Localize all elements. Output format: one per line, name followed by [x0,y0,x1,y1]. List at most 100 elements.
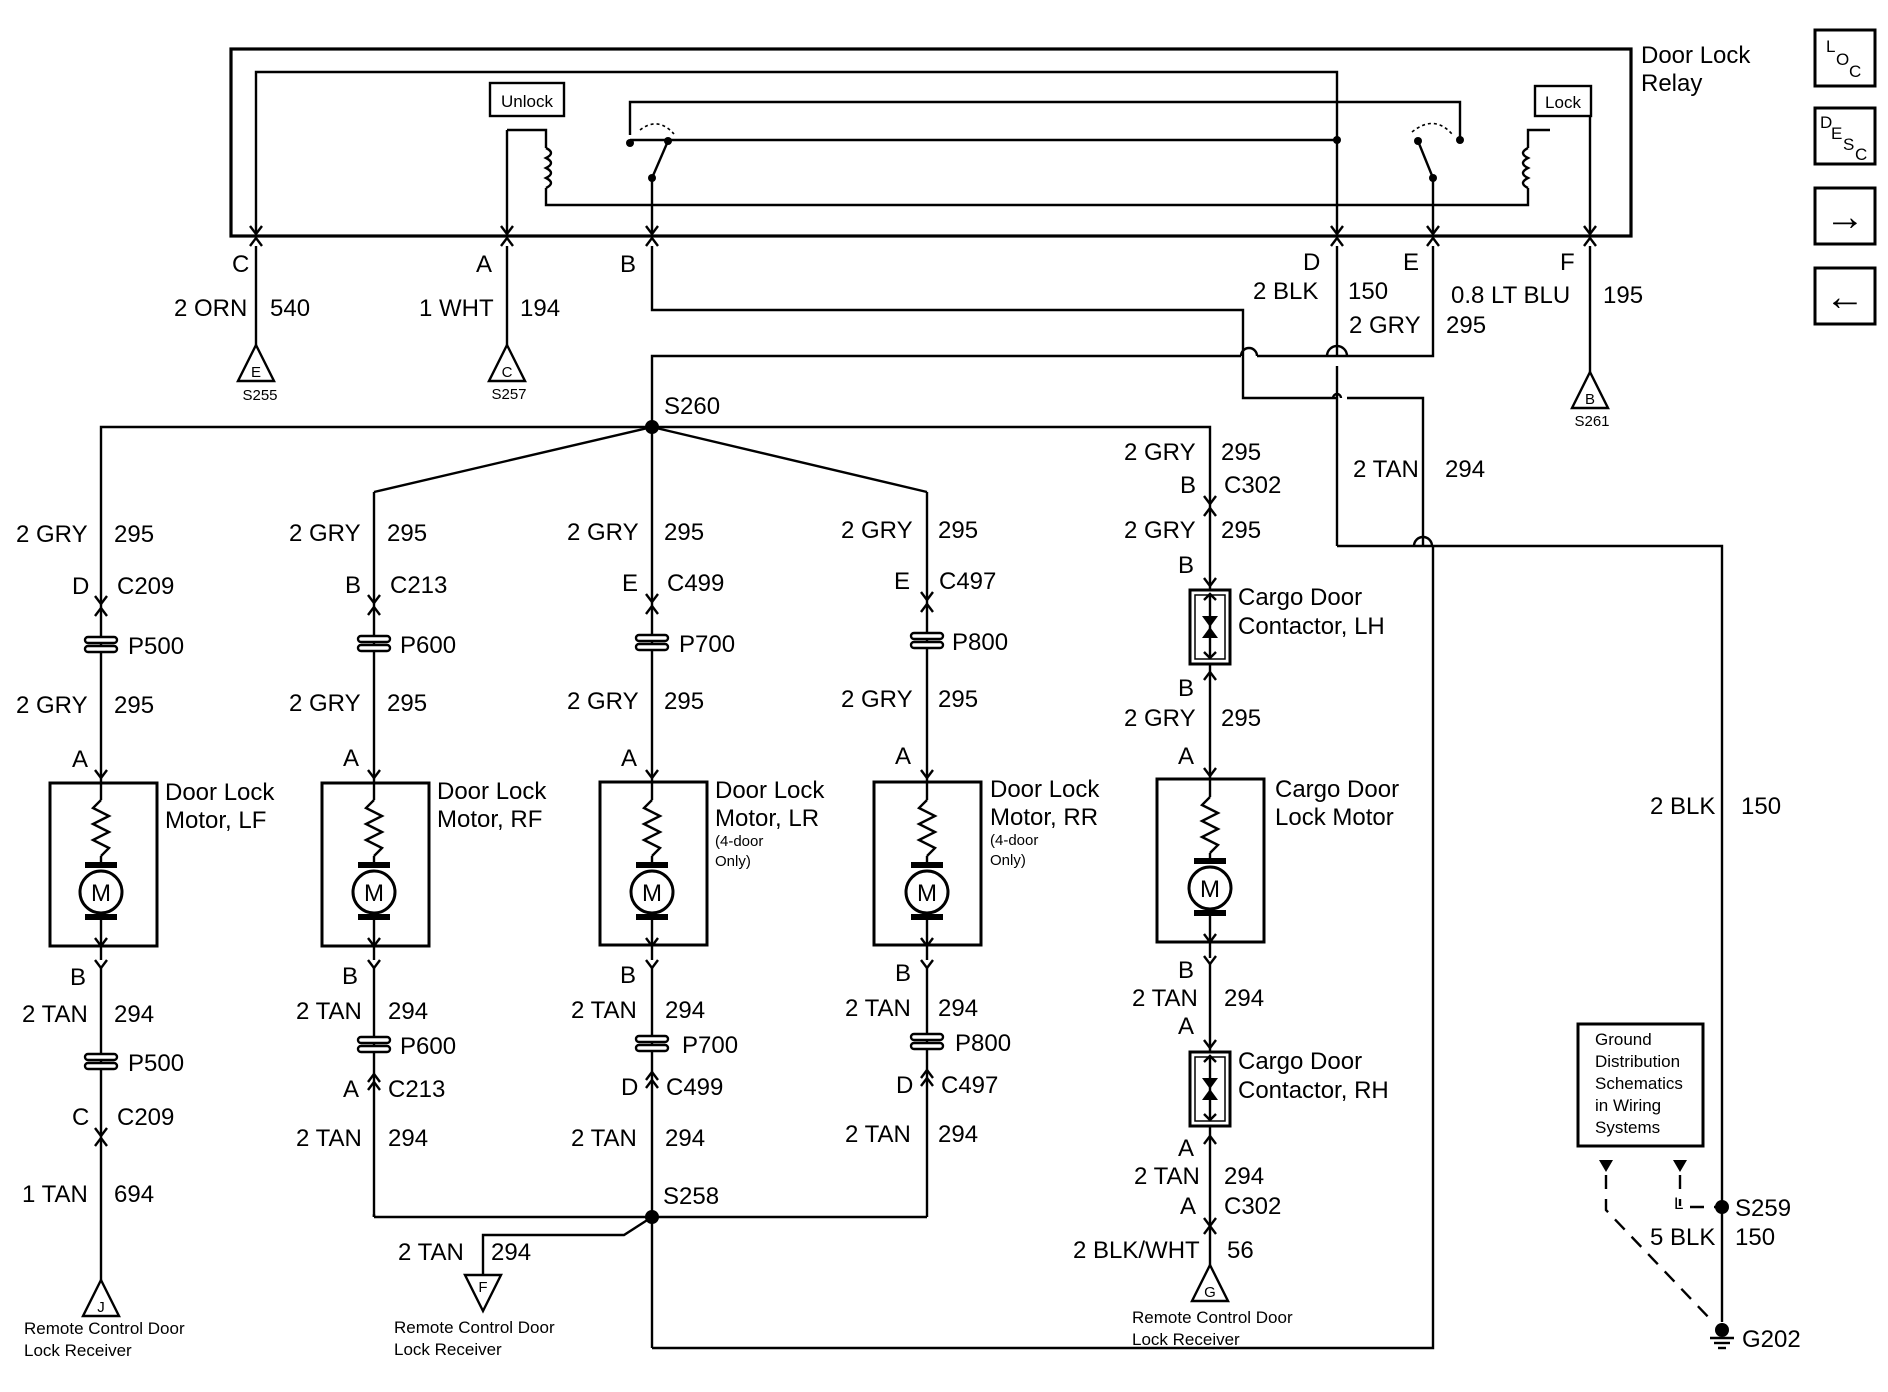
unlock-label: Unlock [501,92,553,111]
ground-distribution-box[interactable] [1576,1022,1705,1148]
svg-text:2 BLK/WHT: 2 BLK/WHT [1073,1237,1200,1264]
plug-icon [83,1052,119,1071]
receiver-lf-line1: Remote Control Door [24,1319,185,1338]
wire-a-color: 1 WHT [419,295,494,322]
desc-button[interactable]: D E S C [1813,106,1877,166]
svg-text:Door Lock: Door Lock [437,778,547,805]
relay-pin-a: A [476,251,492,278]
svg-text:C499: C499 [666,1074,723,1101]
loc-button[interactable]: L O C [1813,28,1877,88]
svg-text:Ground: Ground [1595,1030,1652,1049]
svg-text:C499: C499 [667,570,724,597]
relay-box [229,47,1633,238]
svg-text:J: J [97,1299,105,1316]
next-button[interactable]: → [1813,186,1877,246]
svg-text:M: M [91,880,111,907]
svg-text:C209: C209 [117,1104,174,1131]
svg-text:B: B [70,964,86,991]
svg-text:2 GRY: 2 GRY [289,520,361,547]
svg-text:M: M [917,880,937,907]
relay-output-wires: 2 ORN 540 E S255 1 WHT 194 C S257 2 BLK … [174,246,1781,1207]
ground-ref-triangle-icon [236,342,276,383]
svg-text:2 TAN: 2 TAN [296,998,362,1025]
svg-text:A: A [895,743,911,770]
svg-text:O: O [1836,50,1849,69]
svg-text:A: A [1178,1135,1194,1162]
svg-text:A: A [343,1076,359,1103]
svg-text:Schematics: Schematics [1595,1074,1683,1093]
splice-s258-group: S258 2 TAN 294 F Remote Control Door Loc… [372,546,1435,1359]
ground-ref-triangle-icon [1570,369,1610,410]
svg-text:Cargo Door: Cargo Door [1275,776,1399,803]
svg-text:2 GRY: 2 GRY [16,692,88,719]
svg-text:B: B [895,960,911,987]
svg-text:2 GRY: 2 GRY [1124,517,1196,544]
svg-text:D: D [1820,113,1832,132]
svg-text:A: A [1178,1013,1194,1040]
svg-text:150: 150 [1735,1224,1775,1251]
wire-f-color: 0.8 LT BLU [1451,282,1570,309]
relay-pin-e: E [1403,249,1419,276]
svg-text:295: 295 [938,517,978,544]
svg-text:2 TAN: 2 TAN [1134,1163,1200,1190]
svg-text:P700: P700 [679,631,735,658]
wire-tan-vert-color: 2 TAN [1353,456,1419,483]
nav-buttons: L O C D E S C → ← [1813,28,1877,326]
svg-text:C302: C302 [1224,472,1281,499]
svg-text:P600: P600 [400,1033,456,1060]
plug-icon [83,635,119,654]
wire-c-color: 2 ORN [174,295,247,322]
svg-text:B: B [1585,391,1595,408]
wire-e-circuit: 295 [1446,312,1486,339]
svg-text:M: M [642,880,662,907]
prev-button[interactable]: ← [1813,266,1877,326]
svg-text:2 GRY: 2 GRY [1124,705,1196,732]
wire-blk-vert-circuit: 150 [1741,793,1781,820]
svg-text:294: 294 [938,1121,978,1148]
svg-text:E: E [894,568,910,595]
svg-text:Distribution: Distribution [1595,1052,1680,1071]
svg-text:Motor, RR: Motor, RR [990,804,1098,831]
svg-text:5 BLK: 5 BLK [1650,1224,1715,1251]
unlock-switch-icon [650,140,670,179]
motor-icon [351,869,397,915]
splice-s259-dot [1715,1200,1729,1214]
spring-icon [1199,796,1221,854]
svg-text:Motor, LR: Motor, LR [715,805,819,832]
wire-a-circuit: 194 [520,295,560,322]
svg-text:E: E [1831,124,1842,143]
svg-text:F: F [478,1279,487,1296]
svg-text:P800: P800 [955,1030,1011,1057]
wire-d-color: 2 BLK [1253,278,1318,305]
door-lock-motor-rf: 2 GRY 295 B C213 P600 2 GRY 295 A M Door… [289,520,547,1217]
svg-text:294: 294 [114,1001,154,1028]
svg-text:E: E [251,364,261,381]
contactor-icon [1202,616,1218,627]
svg-text:2 TAN: 2 TAN [571,997,637,1024]
relay-title-line2: Relay [1641,70,1702,97]
splice-s260-group: S260 [99,393,1212,780]
svg-text:L: L [1674,1194,1683,1213]
motor-icon [78,869,124,915]
svg-text:2 GRY: 2 GRY [567,688,639,715]
svg-text:Lock Motor: Lock Motor [1275,804,1394,831]
relay-pin-f: F [1560,249,1575,276]
wire-e-color: 2 GRY [1349,312,1421,339]
svg-text:E: E [622,570,638,597]
svg-text:P500: P500 [128,1050,184,1077]
receiver-mid-line2: Lock Receiver [394,1340,502,1359]
plug-icon [356,1035,392,1054]
svg-text:S: S [1843,135,1854,154]
splice-s258: S258 [663,1183,719,1210]
spring-icon [363,799,385,857]
svg-text:295: 295 [1221,439,1261,466]
splice-s260: S260 [664,393,720,420]
door-lock-motor-lr: 2 GRY 295 E C499 P700 2 GRY 295 A M Door… [567,519,825,1348]
receiver-cargo-line1: Remote Control Door [1132,1308,1293,1327]
ground-distribution: Ground Distribution Schematics in Wiring… [1576,1022,1801,1353]
svg-text:2 GRY: 2 GRY [567,519,639,546]
svg-text:D: D [72,573,89,600]
svg-text:Only): Only) [990,852,1026,869]
receiver-lf-line2: Lock Receiver [24,1341,132,1360]
svg-text:A: A [343,745,359,772]
